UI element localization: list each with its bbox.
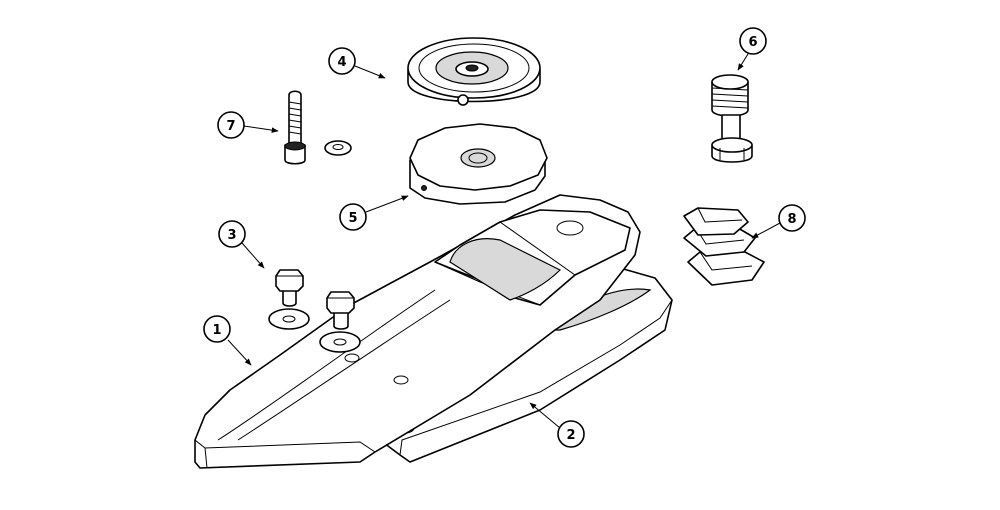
callout-1: 1	[203, 315, 252, 366]
callout-3: 3	[218, 220, 265, 269]
adhesive-pads	[683, 207, 765, 286]
callout-4: 4	[328, 47, 386, 79]
callout-2: 2	[529, 402, 585, 448]
bolt-and-washer	[268, 269, 361, 353]
callout-label-1: 1	[212, 323, 221, 338]
threaded-stud	[711, 74, 753, 163]
callout-label-4: 4	[337, 55, 346, 70]
callout-label-8: 8	[787, 212, 796, 227]
callout-label-2: 2	[566, 428, 575, 443]
callout-label-7: 7	[226, 119, 235, 134]
pyramid-adapter-cap	[407, 37, 541, 106]
callout-6: 6	[737, 27, 767, 71]
octagonal-spacer	[409, 123, 548, 205]
foot-keel	[194, 194, 641, 469]
callout-label-6: 6	[748, 35, 757, 50]
callout-7: 7	[217, 111, 279, 139]
callout-8: 8	[751, 204, 806, 239]
cap-screw-and-washer	[284, 90, 352, 165]
callout-5: 5	[339, 195, 409, 231]
callout-label-3: 3	[227, 228, 236, 243]
callout-label-5: 5	[348, 211, 357, 226]
